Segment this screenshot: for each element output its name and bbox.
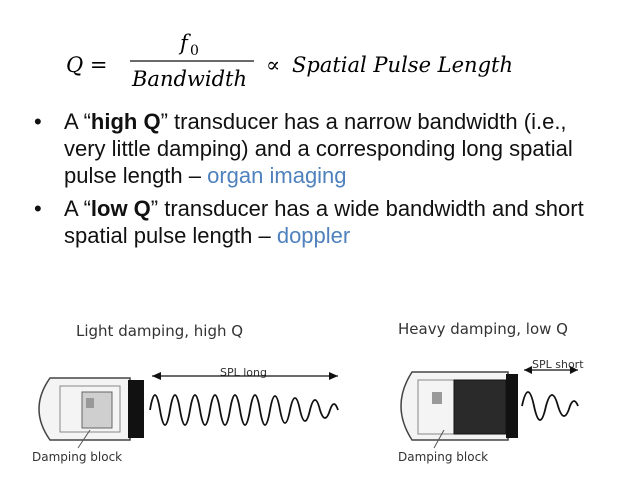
proportional-symbol: ∝ [266,53,280,77]
formula-svg: Q = f 0 Bandwidth ∝ Spatial Pulse Length [66,31,513,91]
diagram-title: Heavy damping, low Q [398,320,568,338]
bullet-high-q: • A “high Q” transducer has a narrow ban… [34,108,594,189]
diagram-title: Light damping, high Q [76,322,244,340]
diagram-low-q: Heavy damping, low Q SPL short Damping b… [388,318,628,468]
pointer-line [433,429,445,449]
bullet-list: • A “high Q” transducer has a narrow ban… [34,108,594,255]
diagram-high-q: Light damping, high Q SPL long Damping b… [20,318,350,468]
bullet-text: A “low Q” transducer has a wide bandwidt… [64,195,594,249]
damping-block-label: Damping block [32,450,123,464]
spl-arrow-head-left [152,372,161,380]
block-detail [86,398,94,408]
bullet-highlight: doppler [276,223,351,248]
spl-arrow-head-right [329,372,338,380]
pulse-wave-short [521,391,579,421]
transducer-low-q-drawing [400,366,579,449]
bullet-text: A “high Q” transducer has a narrow bandw… [64,108,594,189]
formula-lhs: Q = [66,53,108,77]
formula-numerator: f [178,31,191,55]
damping-block [453,379,507,435]
inner-frame [59,385,121,433]
piezo-element [506,374,518,438]
formula-denominator: Bandwidth [131,67,247,91]
bullet-pre: A “ [64,196,91,221]
piezo-element [128,380,144,438]
bullet-dot: • [34,196,42,221]
block-detail [432,392,442,404]
bullet-dot: • [34,109,42,134]
formula-numerator-sub: 0 [190,43,199,59]
bullet-pre: A “ [64,109,91,134]
spl-arrow-head-right [570,366,578,374]
bullet-highlight: organ imaging [207,163,347,188]
pulse-wave-long [149,394,339,426]
bullet-bold: high Q [90,109,161,134]
bullet-low-q: • A “low Q” transducer has a wide bandwi… [34,195,594,249]
damping-block-label: Damping block [398,450,489,464]
bullet-mid: ” transducer has a narrow bandwidth (i.e… [64,109,573,188]
formula-rhs: Spatial Pulse Length [292,53,513,77]
bullet-bold: low Q [90,196,151,221]
spl-arrow-head-left [524,366,532,374]
bullet-mid: ” transducer has a wide bandwidth and sh… [64,196,584,248]
transducer-high-q-drawing [38,372,339,449]
pointer-line [77,429,91,449]
damping-block [81,391,113,429]
formula: Q = f 0 Bandwidth ∝ Spatial Pulse Length [58,24,538,96]
